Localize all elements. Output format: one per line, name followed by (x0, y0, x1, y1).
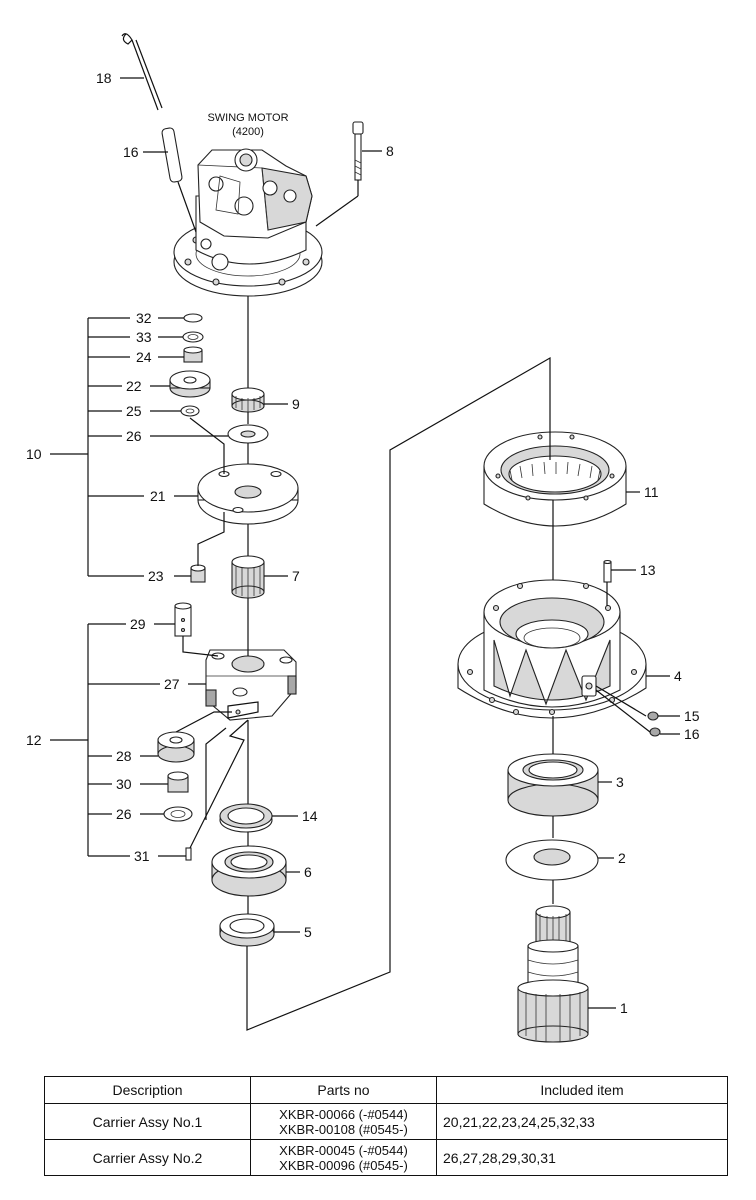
callout-15: 15 (684, 708, 700, 724)
callout-32: 32 (136, 310, 152, 326)
part-24-washer (180, 405, 200, 417)
callout-30: 30 (116, 776, 132, 792)
table-row: Carrier Assy No.1 XKBR-00066 (-#0544) XK… (44, 1103, 728, 1140)
callout-11: 11 (644, 484, 659, 500)
part-number: XKBR-00096 (#0545-) (279, 1157, 408, 1173)
part-31-spring-pin (185, 847, 192, 861)
row-included-items: 26,27,28,29,30,31 (436, 1139, 728, 1176)
part-28-planet-gear (157, 731, 195, 763)
swing-motor-title: SWING MOTOR (207, 112, 288, 124)
part-25-thrust-plate (227, 424, 269, 444)
callout-25: 26 (126, 428, 142, 444)
callout-9: 9 (292, 396, 300, 412)
part-23-bushing (183, 346, 203, 363)
callout-18: 16 (123, 144, 139, 160)
callout-29: 29 (130, 616, 146, 632)
callout-3: 3 (616, 774, 624, 790)
callout-20: 21 (150, 488, 166, 504)
group-12-bracket (50, 623, 160, 857)
part-9-sun-gear (231, 387, 265, 413)
group-10-bracket (50, 317, 144, 577)
swing-motor-code: (4200) (232, 126, 264, 138)
part-4-housing (457, 579, 647, 719)
header-parts-no: Parts no (250, 1076, 437, 1104)
part-number: XKBR-00108 (#0545-) (279, 1121, 408, 1137)
callout-14: 14 (302, 808, 318, 824)
leader-lines (120, 77, 680, 1009)
callout-labels: 18 16 8 32 33 24 22 25 26 10 21 23 9 7 2… (26, 70, 700, 1016)
part-22-pin (190, 564, 206, 583)
part-26-washer (163, 806, 193, 822)
callout-4: 4 (674, 668, 682, 684)
callout-2: 2 (618, 850, 626, 866)
callout-6: 6 (304, 864, 312, 880)
callout-31: 31 (134, 848, 150, 864)
exploded-parts-diagram: SWING MOTOR (4200) (26, 33, 700, 1043)
callout-23: 24 (136, 349, 152, 365)
part-6-bearing (211, 845, 287, 897)
row-description: Carrier Assy No.1 (44, 1103, 251, 1140)
part-18-pipe (161, 127, 183, 183)
header-description: Description (44, 1076, 251, 1104)
part-20-carrier (197, 463, 299, 525)
callout-7: 7 (292, 568, 300, 584)
part-29-pin (174, 602, 192, 637)
callout-26: 26 (116, 806, 132, 822)
part-32-snap-ring (183, 313, 203, 323)
part-3-bearing (507, 753, 599, 817)
part-19-dipstick (121, 33, 163, 111)
part-5-oil-seal (219, 913, 275, 947)
row-description: Carrier Assy No.2 (44, 1139, 251, 1176)
part-8-bolt (352, 121, 364, 181)
part-1-pinion-shaft (517, 905, 589, 1043)
part-21-planet-gear (169, 370, 211, 398)
part-33-washer (182, 331, 204, 343)
callout-27: 27 (164, 676, 180, 692)
callout-24: 25 (126, 403, 142, 419)
callout-12: 12 (26, 732, 42, 748)
callout-19: 18 (96, 70, 112, 86)
row-included-items: 20,21,22,23,24,25,32,33 (436, 1103, 728, 1140)
callout-28: 28 (116, 748, 132, 764)
parts-table: Description Parts no Included item Carri… (44, 1076, 728, 1176)
part-15-plug (647, 711, 659, 721)
part-11-ring-gear (483, 431, 627, 527)
part-number: XKBR-00066 (-#0544) (279, 1106, 408, 1122)
assembly-lines (175, 180, 651, 1031)
callout-8: 8 (386, 143, 394, 159)
part-16-plug (649, 727, 661, 737)
part-30-bushing (167, 771, 189, 793)
part-27-carrier (205, 649, 297, 721)
swing-motor: SWING MOTOR (4200) (173, 112, 323, 297)
part-7-sun-gear (231, 555, 265, 599)
row-parts-no: XKBR-00066 (-#0544) XKBR-00108 (#0545-) (250, 1103, 437, 1140)
callout-1: 1 (620, 1000, 628, 1016)
callout-33: 33 (136, 329, 152, 345)
callout-16: 16 (684, 726, 700, 742)
callout-21: 22 (126, 378, 142, 394)
table-header-row: Description Parts no Included item (44, 1076, 728, 1104)
callout-22: 23 (148, 568, 164, 584)
part-14-spacer (219, 803, 273, 833)
callout-10: 10 (26, 446, 42, 462)
callout-5: 5 (304, 924, 312, 940)
callout-13: 13 (640, 562, 656, 578)
header-included-item: Included item (436, 1076, 728, 1104)
part-number: XKBR-00045 (-#0544) (279, 1142, 408, 1158)
part-13-pin (603, 559, 612, 583)
row-parts-no: XKBR-00045 (-#0544) XKBR-00096 (#0545-) (250, 1139, 437, 1176)
table-row: Carrier Assy No.2 XKBR-00045 (-#0544) XK… (44, 1139, 728, 1176)
part-2-washer (505, 839, 599, 881)
